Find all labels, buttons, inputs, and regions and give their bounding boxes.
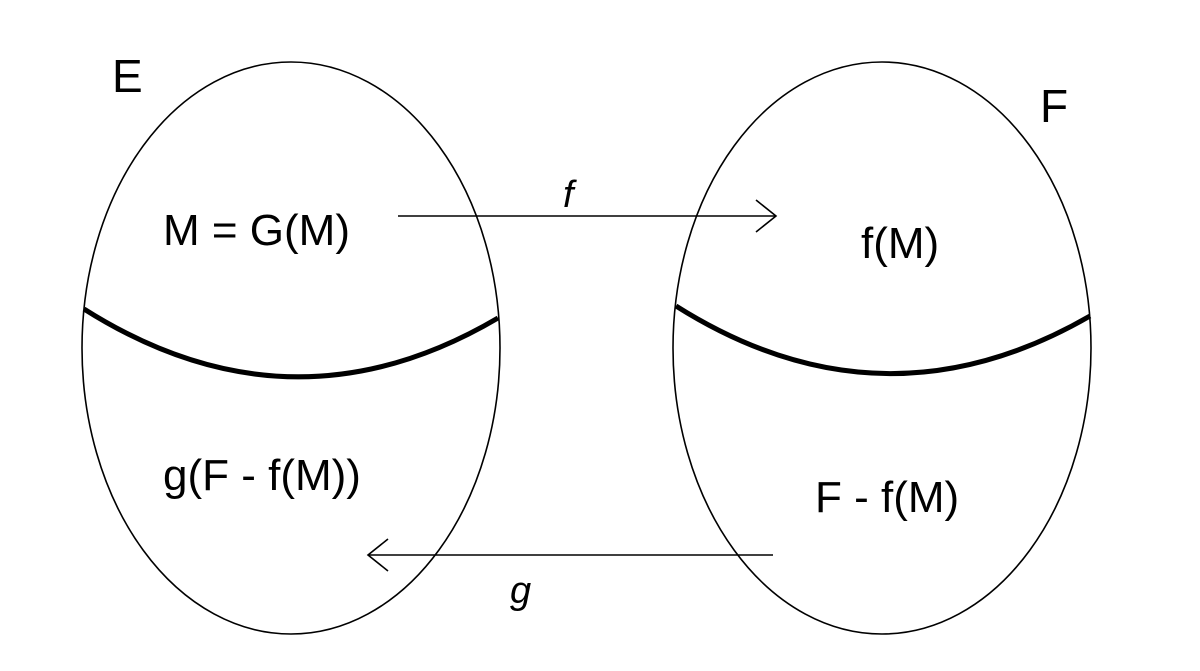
arrow-f: f [398,174,778,233]
set-e-bottom-region-label: g(F - f(M)) [163,451,361,500]
set-e: E M = G(M) g(F - f(M)) [81,50,501,635]
arrow-g-head [366,538,389,572]
set-f-label: F [1040,80,1068,132]
set-f-boundary [672,61,1092,635]
set-f-top-region-label: f(M) [861,219,939,268]
set-e-top-region-label: M = G(M) [163,206,350,255]
arrow-f-head [755,199,778,233]
arrow-f-label: f [563,174,577,216]
set-f-bottom-region-label: F - f(M) [815,473,959,522]
set-f-partition-curve [674,303,1092,376]
arrow-g: g [366,538,773,612]
set-e-label: E [112,50,143,102]
set-e-boundary [81,61,501,635]
set-f: F f(M) F - f(M) [672,61,1092,635]
arrow-g-label: g [510,570,531,612]
set-e-partition-curve [82,306,500,380]
